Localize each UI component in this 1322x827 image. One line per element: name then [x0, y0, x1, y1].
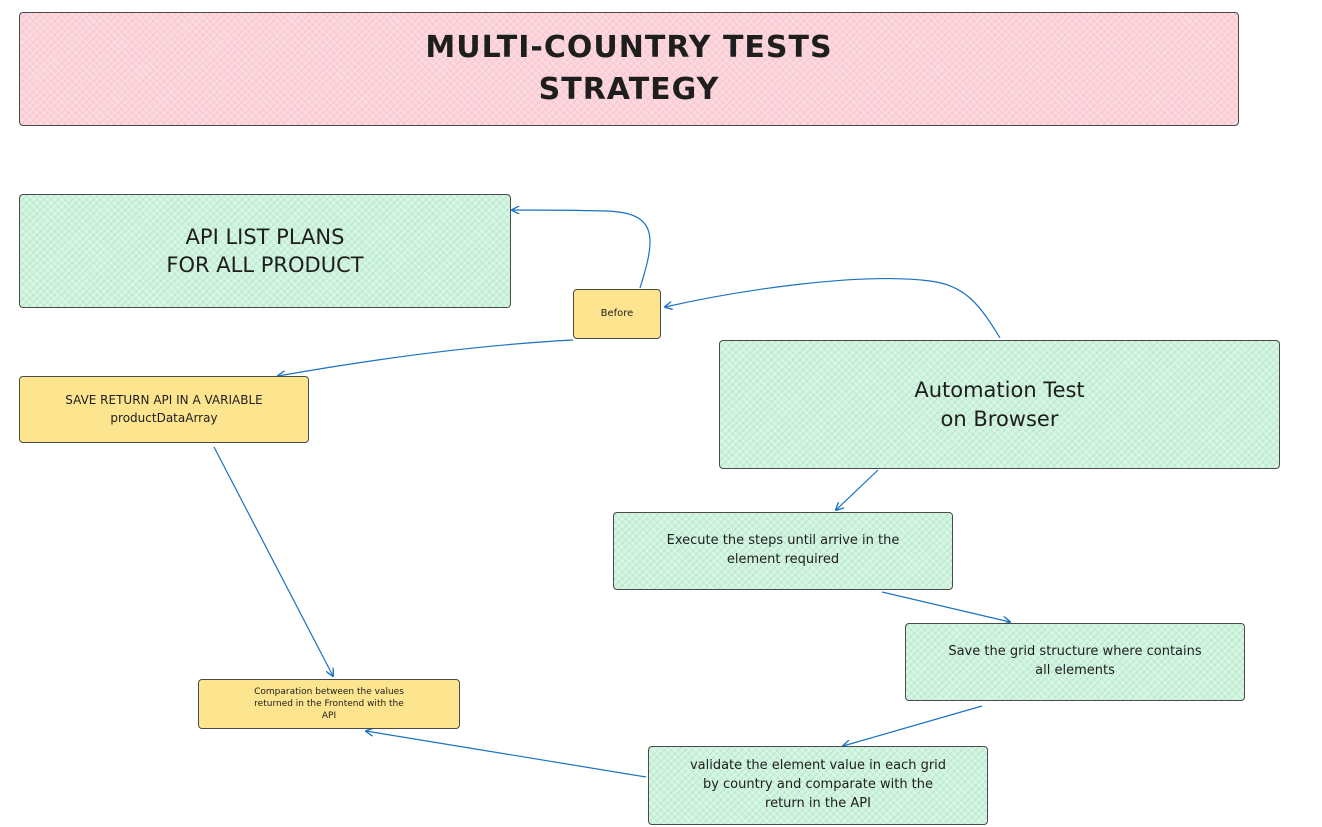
- api-list-plans-box[interactable]: API LIST PLANS FOR ALL PRODUCT: [19, 194, 511, 308]
- comparation-box[interactable]: Comparation between the values returned …: [198, 679, 460, 729]
- before-box[interactable]: Before: [573, 289, 661, 339]
- automation-test-text: Automation Test on Browser: [914, 378, 1085, 431]
- save-return-api-box[interactable]: SAVE RETURN API IN A VARIABLE productDat…: [19, 376, 309, 443]
- save-grid-box[interactable]: Save the grid structure where contains a…: [905, 623, 1245, 701]
- execute-steps-text: Execute the steps until arrive in the el…: [666, 533, 900, 567]
- save-grid-text: Save the grid structure where contains a…: [948, 644, 1202, 678]
- validate-element-box[interactable]: validate the element value in each grid …: [648, 746, 988, 825]
- comparation-text: Comparation between the values returned …: [254, 686, 404, 722]
- arrow-before-to-save-return: [278, 339, 574, 376]
- validate-element-text: validate the element value in each grid …: [689, 758, 947, 811]
- arrow-before-to-api-list: [512, 210, 651, 289]
- arrow-automation-to-execute: [836, 469, 879, 510]
- api-list-plans-text: API LIST PLANS FOR ALL PRODUCT: [166, 224, 364, 277]
- arrow-execute-to-save-grid: [881, 591, 1010, 622]
- arrow-automation-to-before: [665, 278, 1001, 339]
- arrow-save-grid-to-validate: [843, 705, 983, 746]
- before-text: Before: [600, 308, 634, 319]
- save-return-api-text: SAVE RETURN API IN A VARIABLE productDat…: [65, 393, 263, 425]
- arrow-validate-to-comparation: [366, 731, 647, 778]
- title-box[interactable]: MULTI-COUNTRY TESTS STRATEGY: [19, 12, 1239, 126]
- arrow-save-return-to-comparation: [213, 446, 333, 676]
- title-text: MULTI-COUNTRY TESTS STRATEGY: [425, 30, 833, 107]
- automation-test-box[interactable]: Automation Test on Browser: [719, 340, 1280, 469]
- execute-steps-box[interactable]: Execute the steps until arrive in the el…: [613, 512, 953, 590]
